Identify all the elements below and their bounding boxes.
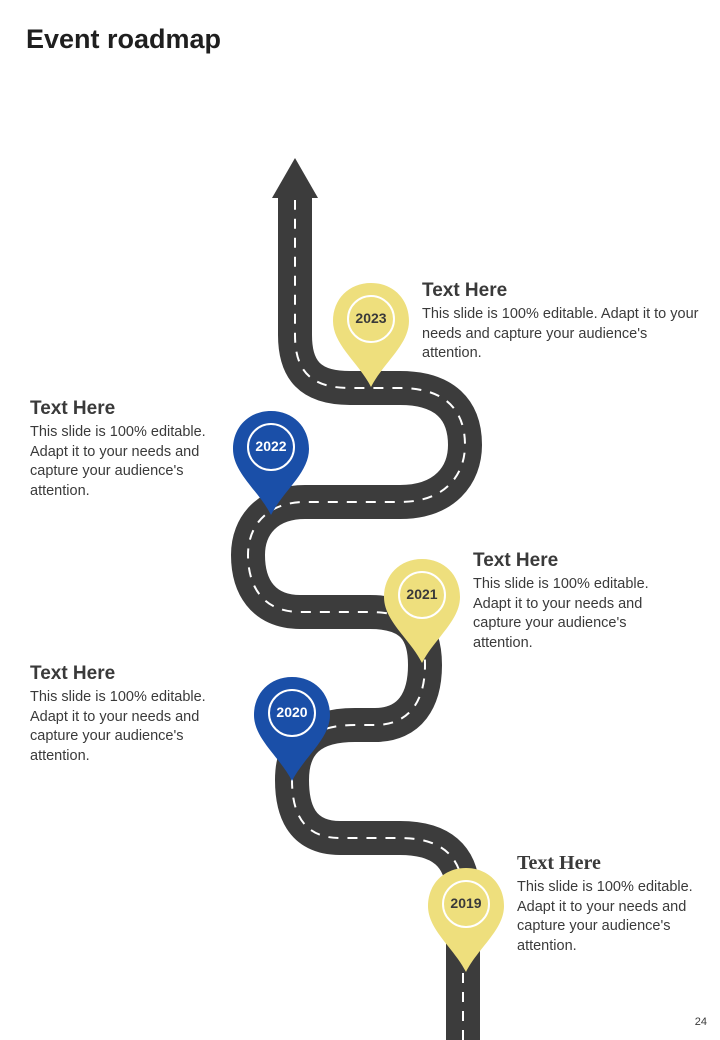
pin-year-label: 2020	[276, 704, 308, 720]
milestone-2020-text: Text Here This slide is 100% editable. A…	[30, 663, 230, 766]
pin-year-label: 2023	[355, 310, 387, 326]
pin-year-label: 2022	[255, 438, 287, 454]
road-arrow-head	[272, 158, 318, 198]
milestone-description: This slide is 100% editable. Adapt it to…	[30, 689, 206, 764]
milestone-2019-text: Text Here This slide is 100% editable. A…	[517, 852, 697, 956]
page-title: Event roadmap	[26, 24, 222, 54]
pin-2023: 2023	[331, 281, 411, 389]
milestone-description: This slide is 100% editable. Adapt it to…	[473, 576, 649, 651]
pin-year-label: 2019	[450, 895, 482, 911]
map-pin-icon	[333, 283, 409, 387]
milestone-description: This slide is 100% editable. Adapt it to…	[30, 424, 206, 499]
milestone-2022-text: Text Here This slide is 100% editable. A…	[30, 398, 230, 501]
pin-2020: 2020	[252, 675, 332, 783]
map-pin-icon	[254, 677, 330, 781]
page-number: 24	[694, 1016, 707, 1028]
milestone-title: Text Here	[473, 550, 559, 571]
milestone-2021-text: Text Here This slide is 100% editable. A…	[473, 550, 673, 653]
milestone-title: Text Here	[422, 280, 508, 301]
milestone-title: Text Here	[30, 398, 116, 419]
map-pin-icon	[233, 411, 309, 515]
milestone-title: Text Here	[30, 663, 116, 684]
road-surface	[231, 195, 482, 1040]
map-pin-icon	[384, 559, 460, 663]
pin-2021: 2021	[382, 557, 462, 665]
milestone-description: This slide is 100% editable. Adapt it to…	[517, 879, 693, 954]
pin-2022: 2022	[231, 409, 311, 517]
milestone-2023-text: Text Here This slide is 100% editable. A…	[422, 280, 707, 364]
map-pin-icon	[428, 868, 504, 972]
pin-year-label: 2021	[406, 586, 438, 602]
milestone-title: Text Here	[517, 852, 601, 874]
milestone-description: This slide is 100% editable. Adapt it to…	[422, 306, 699, 361]
pin-2019: 2019	[426, 866, 506, 974]
